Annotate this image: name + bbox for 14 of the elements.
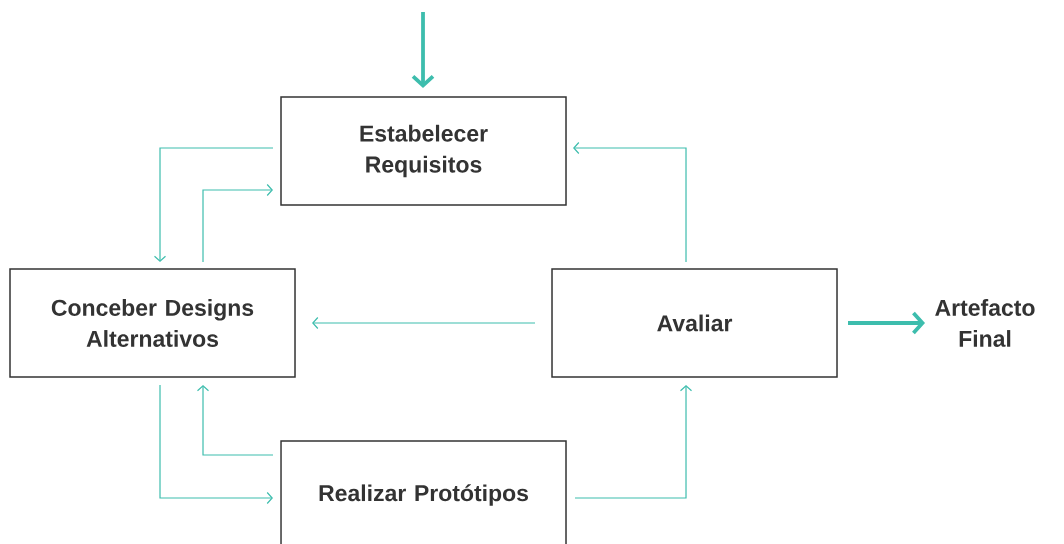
process-box: Conceber Designs Alternativos [9, 268, 296, 378]
arrow [312, 316, 536, 330]
arrow [411, 12, 435, 88]
arrow [848, 311, 925, 335]
arrow [202, 183, 273, 263]
node-label: Artefacto Final [935, 299, 1035, 347]
process-box: Avaliar [551, 268, 838, 378]
arrow [574, 385, 693, 499]
arrow [573, 141, 687, 263]
arrow [153, 147, 274, 262]
process-box: Realizar Protótipos [280, 440, 567, 544]
arrow [159, 384, 273, 505]
process-box: Estabelecer Requisitos [280, 96, 567, 206]
arrow [196, 385, 274, 456]
